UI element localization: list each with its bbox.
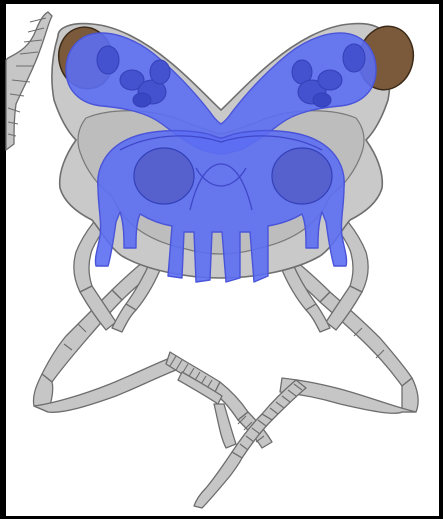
left-ganglion bbox=[134, 148, 194, 204]
right-ganglion bbox=[272, 148, 332, 204]
